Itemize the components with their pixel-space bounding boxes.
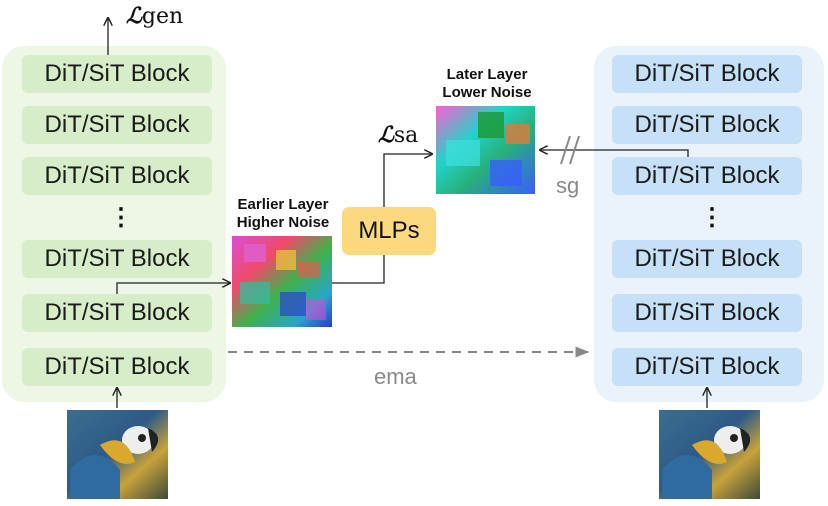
teacher-target-arrow [540, 150, 689, 157]
right-input-image [659, 410, 760, 499]
later-caption-line2: Lower Noise [442, 84, 532, 101]
later-feature-map [436, 106, 535, 194]
earlier-caption-line2: Higher Noise [236, 214, 330, 231]
loss-sa-subscript: sa [393, 123, 419, 148]
generation-loss-label: ℒgen [126, 3, 183, 29]
left-block-6: DiT/SiT Block [22, 348, 212, 386]
left-input-image [67, 410, 168, 499]
right-ellipsis: ⋮ [700, 204, 724, 231]
alignment-loss-label: ℒsa [378, 122, 418, 148]
mlp-to-target-arrow [383, 154, 432, 207]
earlier-layer-caption: Earlier Layer Higher Noise [224, 196, 342, 232]
student-network-panel [2, 46, 226, 402]
stop-gradient-label: sg [556, 173, 580, 198]
earlier-caption-line1: Earlier Layer [237, 196, 329, 213]
feature-to-mlp-line [332, 255, 385, 284]
loss-sa-symbol: ℒ [378, 122, 394, 148]
early-feature-arrow [116, 283, 230, 294]
right-block-6: DiT/SiT Block [612, 348, 802, 386]
right-block-1: DiT/SiT Block [612, 55, 802, 93]
earlier-feature-map [232, 236, 332, 327]
ema-label: ema [374, 364, 417, 389]
left-ellipsis: ⋮ [109, 204, 133, 231]
stop-grad-tick-1 [560, 135, 571, 165]
mlp-projector-box: MLPs [342, 207, 436, 255]
right-block-5: DiT/SiT Block [612, 294, 802, 332]
left-block-3: DiT/SiT Block [22, 157, 212, 195]
teacher-network-panel [594, 46, 824, 402]
left-block-5: DiT/SiT Block [22, 294, 212, 332]
right-block-4: DiT/SiT Block [612, 240, 802, 278]
loss-gen-subscript: gen [141, 4, 184, 29]
right-block-3: DiT/SiT Block [612, 157, 802, 195]
stop-grad-tick-2 [569, 135, 580, 165]
later-layer-caption: Later Layer Lower Noise [428, 66, 546, 102]
left-block-1: DiT/SiT Block [22, 55, 212, 93]
later-caption-line1: Later Layer [446, 66, 528, 83]
left-block-2: DiT/SiT Block [22, 106, 212, 144]
right-block-2: DiT/SiT Block [612, 106, 802, 144]
left-block-4: DiT/SiT Block [22, 240, 212, 278]
loss-gen-symbol: ℒ [126, 3, 142, 29]
